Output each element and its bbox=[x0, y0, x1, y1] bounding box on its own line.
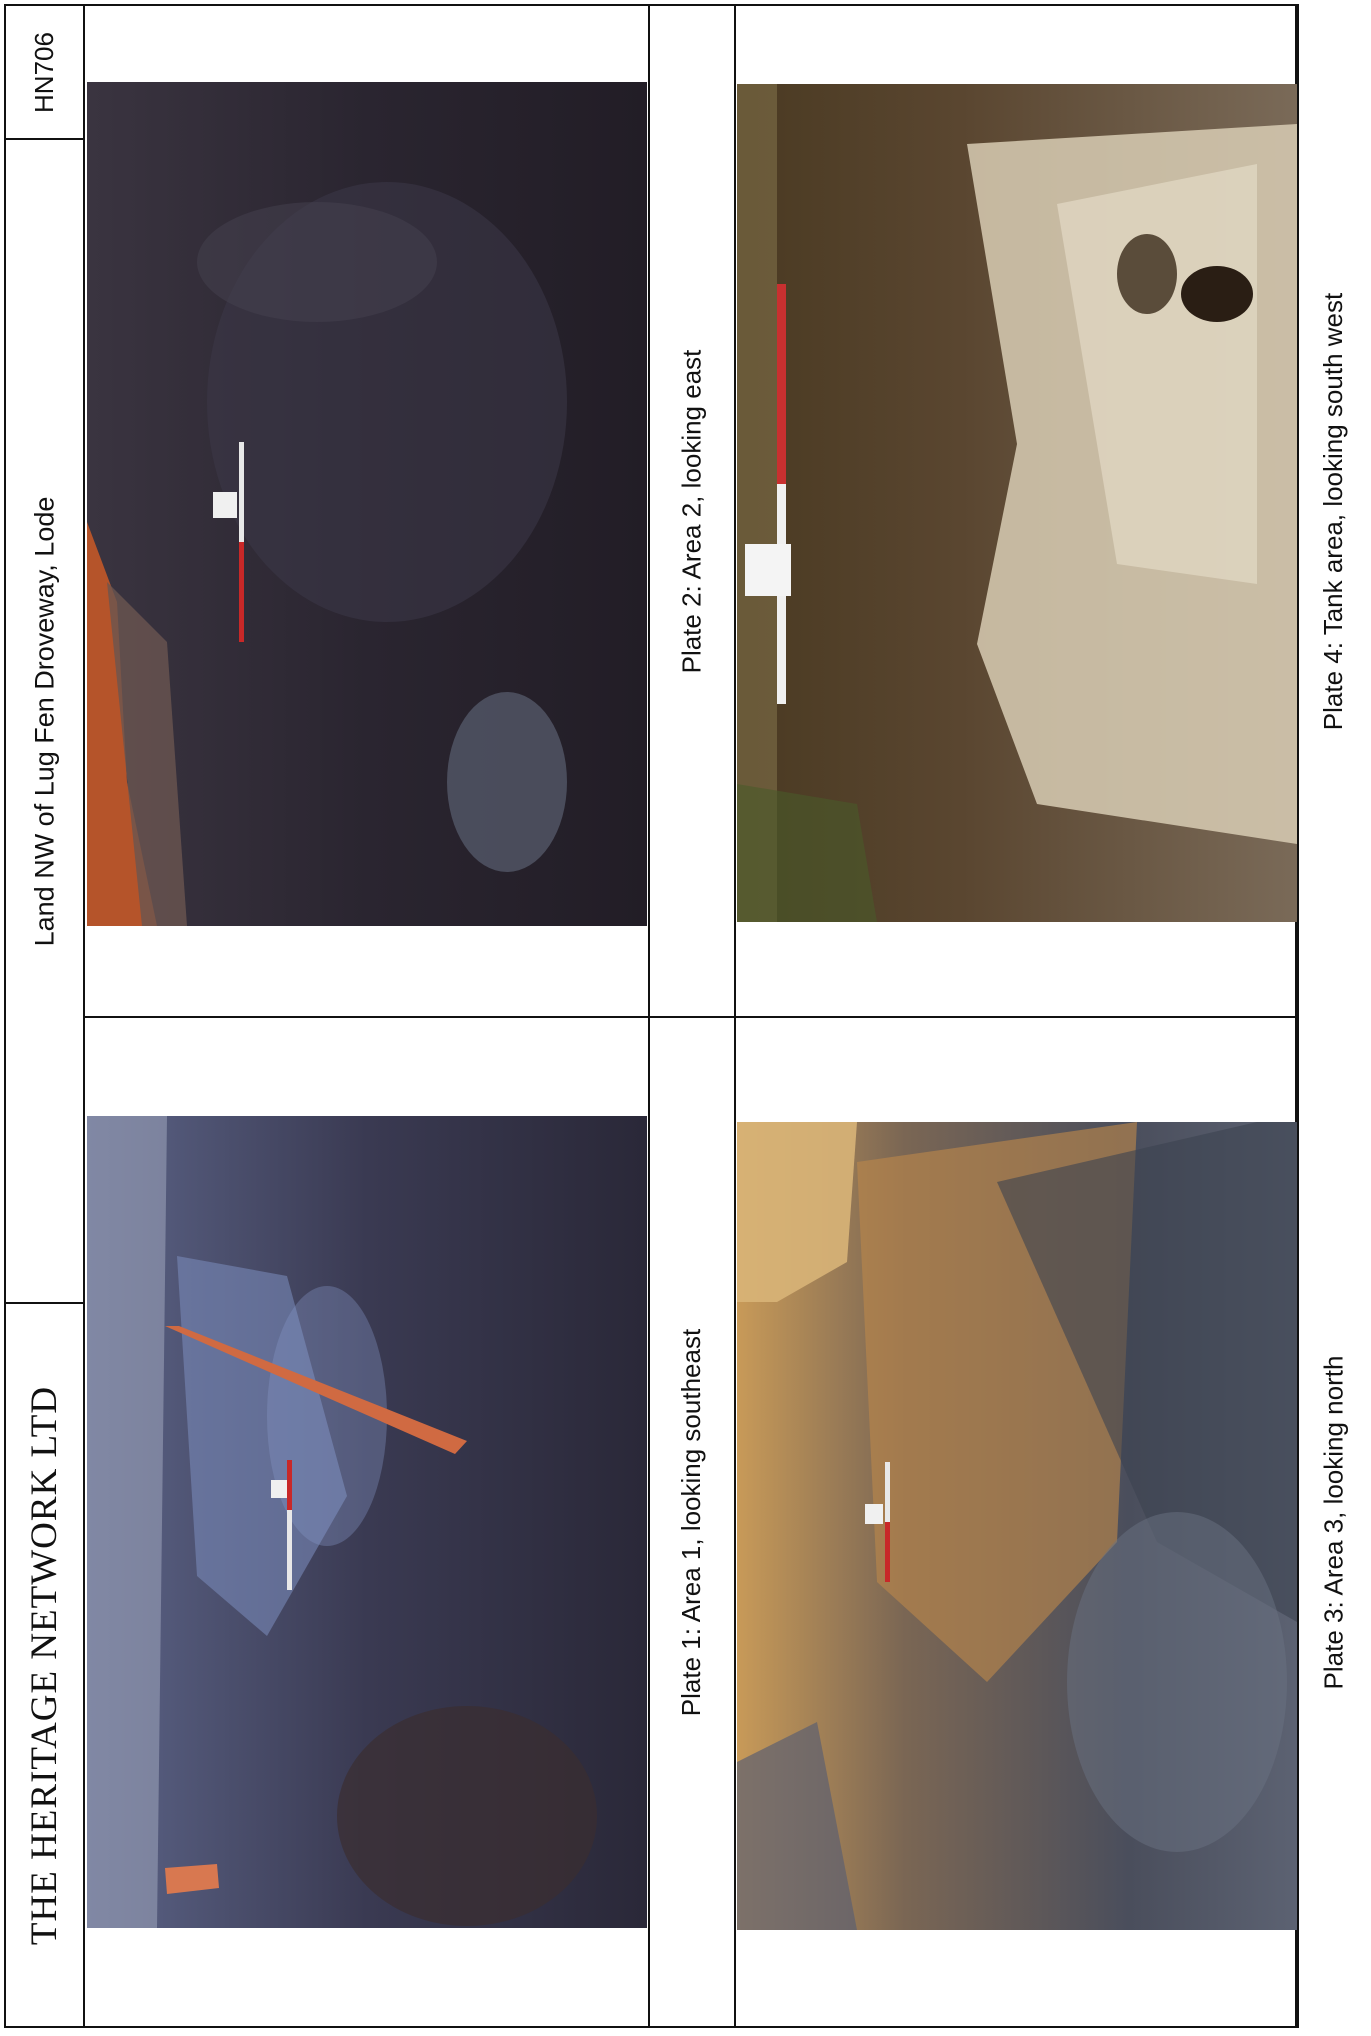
divider-header-ref bbox=[4, 138, 84, 140]
plate-1-caption-cell: Plate 1: Area 1, looking southeast bbox=[650, 1018, 734, 2026]
divider-plates-middle bbox=[84, 1016, 1298, 1018]
plate-2-photo bbox=[87, 82, 647, 926]
plate-2-caption-cell: Plate 2: Area 2, looking east bbox=[650, 6, 734, 1016]
plate-4-photo bbox=[737, 84, 1297, 922]
plate-3-photo bbox=[737, 1122, 1297, 1930]
site-name-cell: Land NW of Lug Fen Droveway, Lode bbox=[6, 140, 83, 1302]
reference-cell: HN706 bbox=[6, 6, 83, 138]
divider-caption-2 bbox=[1297, 4, 1299, 2028]
site-name: Land NW of Lug Fen Droveway, Lode bbox=[29, 496, 59, 946]
document-reference: HN706 bbox=[29, 31, 59, 113]
plate-4-caption: Plate 4: Tank area, looking south west bbox=[1318, 292, 1349, 730]
plate-3-caption-cell: Plate 3: Area 3, looking north bbox=[1299, 1018, 1369, 2026]
company-name: THE HERITAGE NETWORK LTD bbox=[24, 1385, 66, 1945]
plate-1-caption: Plate 1: Area 1, looking southeast bbox=[676, 1328, 707, 1716]
plate-2-caption: Plate 2: Area 2, looking east bbox=[676, 349, 707, 673]
plate-3-caption: Plate 3: Area 3, looking north bbox=[1318, 1355, 1349, 1689]
company-cell: THE HERITAGE NETWORK LTD bbox=[6, 1304, 83, 2026]
plate-1-photo bbox=[87, 1116, 647, 1928]
plate-4-caption-cell: Plate 4: Tank area, looking south west bbox=[1299, 6, 1369, 1016]
divider-header-company bbox=[4, 1302, 84, 1304]
